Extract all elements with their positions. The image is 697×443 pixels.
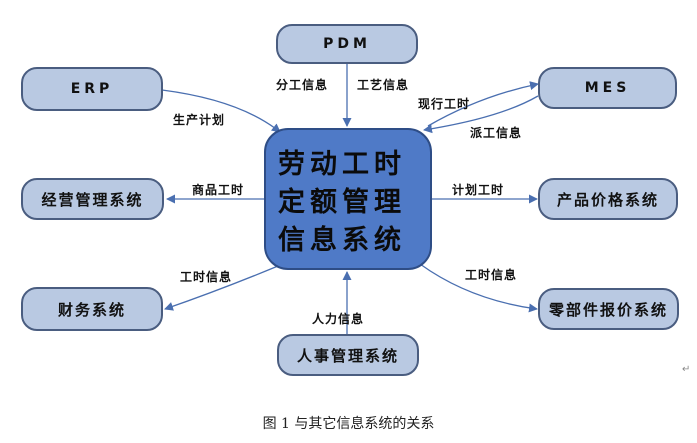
node-jingying: 经营管理系统 xyxy=(21,178,164,220)
label-fengong: 分工信息 xyxy=(276,78,329,92)
node-lingbujian: 零部件报价系统 xyxy=(538,288,679,330)
figure-caption: 图 1 与其它信息系统的关系 xyxy=(262,416,435,432)
label-gongshi-right: 工时信息 xyxy=(465,268,518,282)
label-paigong: 派工信息 xyxy=(470,126,523,140)
label-shangpin: 商品工时 xyxy=(192,183,245,197)
edge-center-lingbujian xyxy=(419,263,538,313)
label-gongyi: 工艺信息 xyxy=(357,78,410,92)
label-xianxing: 现行工时 xyxy=(418,97,471,111)
paragraph-mark: ↵ xyxy=(682,364,691,375)
center-line-2: 定额管理 xyxy=(278,187,406,218)
label-shengchan: 生产计划 xyxy=(173,113,226,127)
node-mes: MES xyxy=(538,67,677,109)
label-gongshi-left: 工时信息 xyxy=(180,270,233,284)
node-renshi: 人事管理系统 xyxy=(277,334,419,376)
center-line-1: 劳动工时 xyxy=(278,149,406,180)
node-chanpin: 产品价格系统 xyxy=(538,178,678,220)
label-renli: 人力信息 xyxy=(312,312,365,326)
label-jihua: 计划工时 xyxy=(452,183,505,197)
node-caiwu: 财务系统 xyxy=(21,287,163,331)
node-pdm: PDM xyxy=(276,24,418,64)
edge-center-caiwu xyxy=(164,265,279,311)
edge-erp-center xyxy=(161,89,281,133)
node-center: 劳动工时 定额管理 信息系统 xyxy=(264,128,432,270)
edge-mes-center xyxy=(423,95,539,134)
edge-center-mes xyxy=(427,81,539,127)
node-erp: ERP xyxy=(21,67,163,111)
center-line-3: 信息系统 xyxy=(278,225,406,256)
